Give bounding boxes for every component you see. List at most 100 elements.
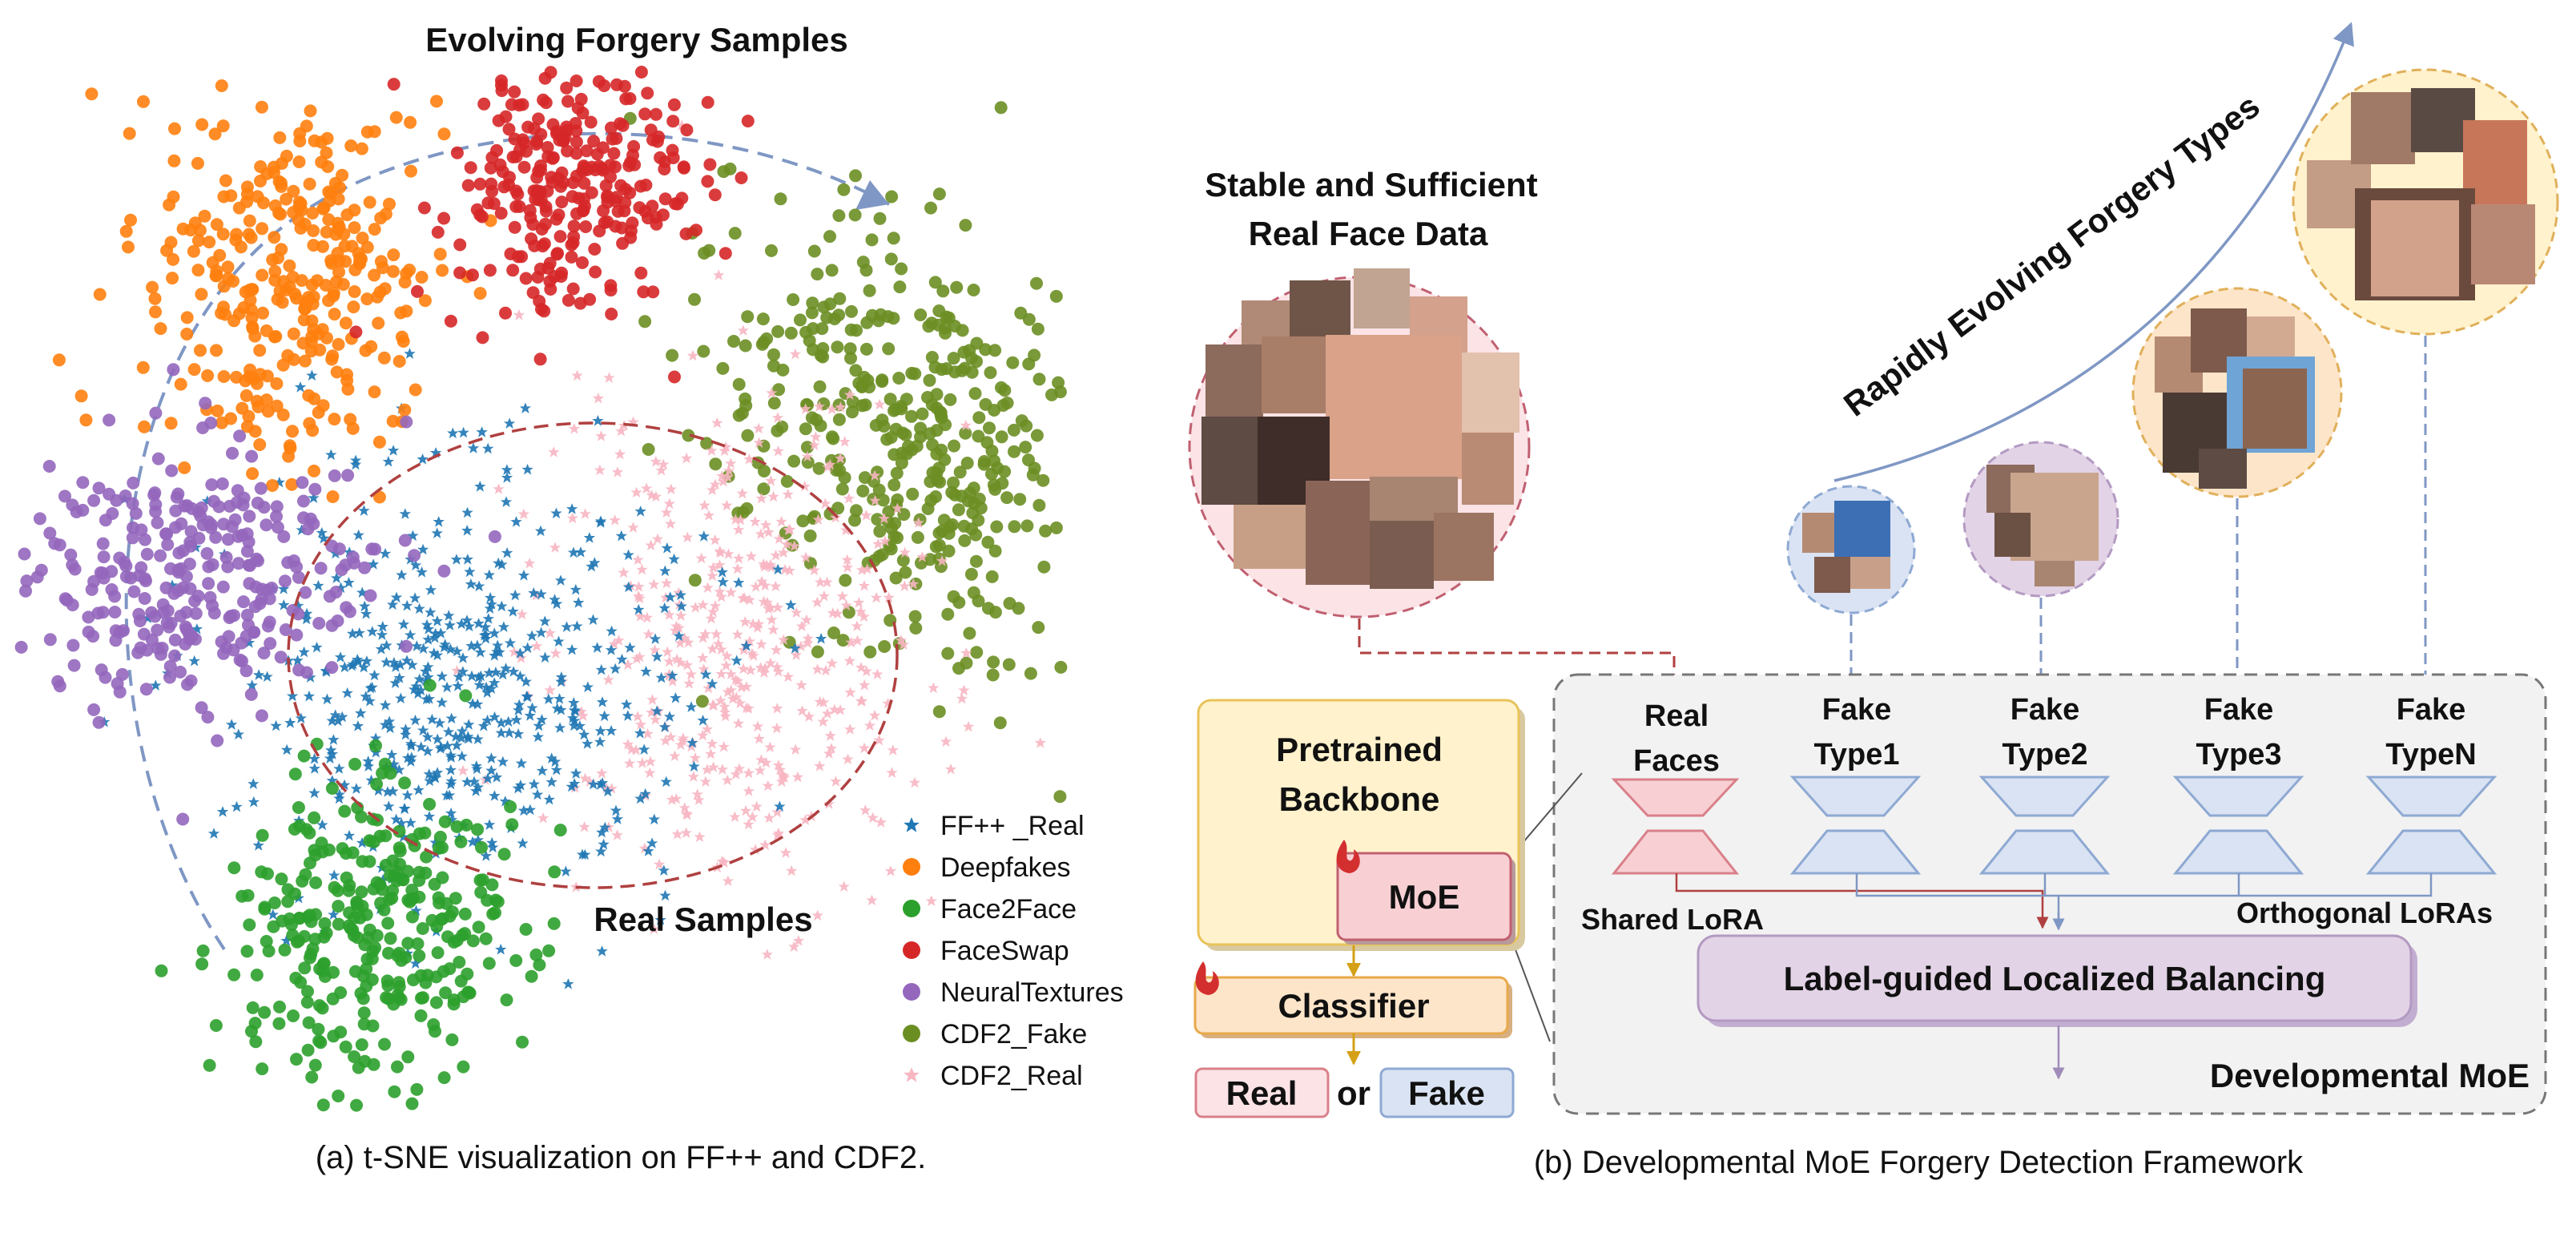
scatter-point	[1034, 737, 1046, 748]
scatter-point	[831, 340, 844, 354]
scatter-point	[145, 606, 159, 619]
or-label: or	[1337, 1074, 1371, 1112]
scatter-point	[380, 974, 394, 988]
scatter-point	[256, 1062, 269, 1076]
scatter-point	[172, 546, 186, 560]
scatter-point	[950, 280, 964, 294]
scatter-point	[709, 600, 722, 611]
scatter-point	[571, 369, 583, 381]
scatter-point	[368, 268, 381, 282]
scatter-point	[97, 550, 111, 564]
scatter-point	[602, 674, 614, 685]
scatter-point	[1054, 660, 1068, 674]
scatter-point	[844, 323, 858, 336]
scatter-point	[795, 679, 807, 691]
scatter-point	[454, 835, 468, 848]
scatter-point	[870, 591, 883, 603]
scatter-point	[531, 271, 545, 284]
scatter-point	[519, 272, 533, 285]
scatter-point	[751, 720, 764, 732]
scatter-point	[718, 741, 730, 752]
scatter-point	[836, 634, 850, 647]
expert-typeN-line2: TypeN	[2385, 738, 2476, 772]
scatter-point	[303, 417, 316, 430]
scatter-point	[350, 1098, 363, 1112]
tsne-caption: (a) t-SNE visualization on FF++ and CDF2…	[316, 1140, 927, 1175]
scatter-point	[292, 155, 306, 168]
scatter-point	[623, 92, 637, 105]
scatter-point	[868, 709, 881, 721]
scatter-point	[824, 730, 836, 741]
scatter-point	[221, 560, 235, 574]
scatter-point	[356, 232, 369, 245]
scatter-point	[34, 563, 48, 577]
scatter-point	[960, 457, 974, 469]
scatter-point	[368, 669, 380, 681]
scatter-point	[43, 633, 57, 647]
scatter-point	[369, 739, 382, 752]
scatter-point	[326, 349, 340, 363]
scatter-point	[1024, 667, 1037, 680]
scatter-point	[240, 180, 254, 194]
scatter-point	[343, 829, 356, 841]
scatter-point	[532, 112, 545, 126]
scatter-point	[604, 170, 617, 183]
scatter-point	[164, 616, 178, 630]
real-samples-label: Real Samples	[594, 900, 812, 938]
scatter-point	[180, 328, 194, 340]
scatter-point	[743, 785, 755, 796]
scatter-point	[467, 442, 480, 453]
scatter-point	[189, 606, 203, 620]
scatter-point	[899, 566, 912, 579]
scatter-point	[663, 498, 675, 510]
scatter-point	[906, 487, 920, 501]
scatter-point	[666, 349, 679, 362]
scatter-point	[242, 618, 255, 632]
scatter-point	[212, 500, 226, 514]
scatter-point	[261, 671, 273, 683]
scatter-point	[639, 179, 653, 191]
scatter-point	[473, 580, 485, 592]
scatter-point	[485, 752, 497, 763]
scatter-point	[386, 414, 400, 428]
scatter-point	[627, 522, 639, 533]
scatter-point	[605, 308, 618, 320]
scatter-point	[497, 848, 511, 861]
scatter-point	[239, 389, 253, 402]
tsne-title: Evolving Forgery Samples	[425, 21, 848, 58]
orthogonal-lora-route	[1855, 873, 2433, 928]
scatter-point	[782, 489, 794, 500]
scatter-point	[280, 149, 293, 163]
scatter-point	[745, 550, 758, 562]
scatter-point	[206, 256, 219, 269]
scatter-point	[357, 1006, 371, 1020]
scatter-point	[309, 876, 323, 889]
scatter-point	[991, 461, 1004, 475]
scatter-point	[888, 517, 902, 530]
scatter-point	[725, 586, 737, 598]
scatter-point	[176, 222, 190, 236]
scatter-point	[270, 719, 282, 731]
scatter-point	[545, 776, 557, 788]
scatter-point	[537, 812, 549, 824]
scatter-point	[167, 363, 180, 377]
scatter-point	[529, 138, 543, 151]
scatter-point	[770, 580, 782, 592]
scatter-point	[789, 743, 802, 755]
evolving-arc-arrow	[124, 131, 890, 951]
scatter-point	[685, 668, 697, 680]
scatter-point	[698, 499, 710, 511]
scatter-point	[1002, 658, 1016, 671]
scatter-point	[348, 965, 362, 978]
scatter-point	[749, 516, 761, 527]
scatter-point	[893, 280, 907, 294]
scatter-point	[1020, 419, 1033, 433]
scatter-point	[503, 171, 516, 184]
scatter-point	[227, 861, 241, 875]
scatter-point	[379, 858, 392, 872]
scatter-point	[461, 525, 473, 536]
scatter-point	[782, 671, 795, 683]
scatter-point	[529, 948, 543, 961]
scatter-point	[299, 586, 312, 599]
